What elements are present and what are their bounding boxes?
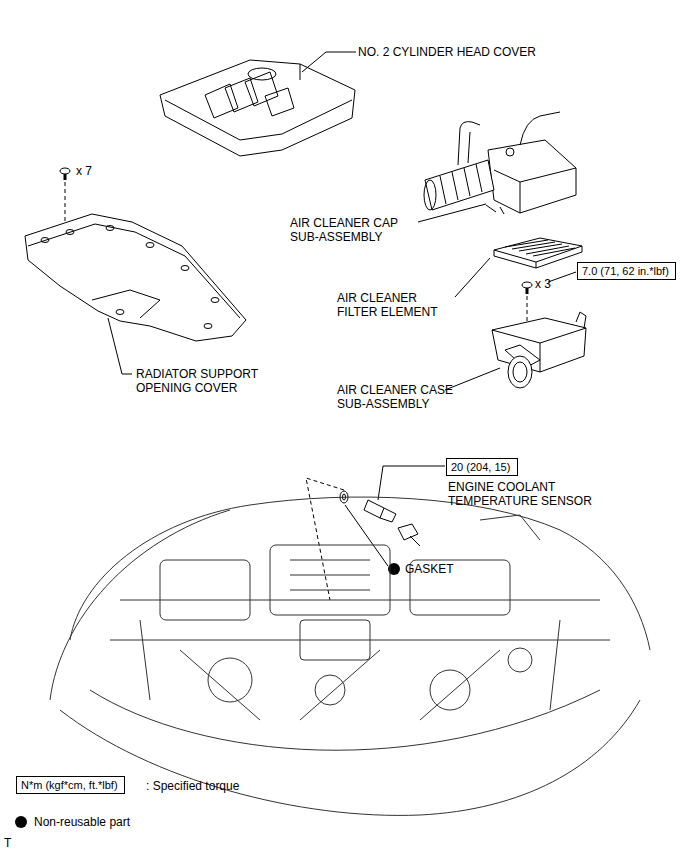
radiator-support-cover — [25, 168, 246, 341]
filter-element — [494, 238, 582, 268]
part-name: AIR CLEANER CAP SUB-ASSEMBLY — [290, 216, 415, 244]
figure-code: T — [4, 836, 11, 850]
label-text: RADIATOR SUPPORT OPENING COVER — [136, 367, 258, 395]
label-text: x 7 — [76, 164, 92, 178]
leader-line — [418, 204, 486, 222]
leader-line — [455, 258, 490, 297]
legend-dot — [15, 816, 27, 828]
air-cleaner-case — [492, 282, 586, 388]
part-name: ENGINE COOLANT TEMPERATURE SENSOR — [448, 480, 603, 508]
leader-line — [108, 318, 132, 374]
label-text: AIR CLEANER FILTER ELEMENT — [337, 291, 437, 319]
label-text: T — [4, 836, 11, 850]
legend-text: : Specified torque — [146, 779, 239, 793]
quantity-label: x 7 — [76, 164, 92, 178]
legend-text: Non-reusable part — [34, 815, 130, 829]
label-text: AIR CLEANER CAP SUB-ASSEMBLY — [290, 216, 398, 244]
label-text: GASKET — [405, 562, 454, 576]
leader-line — [548, 272, 576, 282]
torque-box: 20 (204, 15) — [446, 458, 518, 476]
engine-bay — [50, 497, 650, 815]
quantity-label: x 3 — [535, 277, 551, 291]
part-name: NO. 2 CYLINDER HEAD COVER — [358, 45, 536, 59]
torque-value: 20 (204, 15) — [451, 460, 513, 474]
leader-line — [306, 478, 344, 600]
label-text: x 3 — [535, 277, 551, 291]
torque-box: 7.0 (71, 62 in.*lbf) — [577, 262, 676, 280]
part-name: RADIATOR SUPPORT OPENING COVER — [136, 367, 274, 395]
leader-line — [302, 52, 356, 72]
air-cleaner-cap — [424, 112, 576, 214]
legend-entry: : Specified torque — [146, 779, 239, 793]
torque-box: N*m (kgf*cm, ft.*lbf) — [16, 776, 125, 794]
leader-line — [445, 368, 500, 390]
part-name: AIR CLEANER FILTER ELEMENT — [337, 291, 449, 319]
torque-value: 7.0 (71, 62 in.*lbf) — [582, 264, 671, 278]
legend-entry: Non-reusable part — [34, 815, 130, 829]
cylinder-head-cover — [160, 60, 355, 156]
part-name: GASKET — [405, 562, 454, 576]
leader-line — [378, 466, 445, 500]
label-text: AIR CLEANER CASE SUB-ASSEMBLY — [337, 383, 453, 411]
part-name: AIR CLEANER CASE SUB-ASSEMBLY — [337, 383, 462, 411]
label-text: ENGINE COOLANT TEMPERATURE SENSOR — [448, 480, 592, 508]
leader-line — [345, 505, 388, 566]
torque-value: N*m (kgf*cm, ft.*lbf) — [21, 778, 120, 792]
coolant-sensor — [340, 491, 420, 546]
label-text: NO. 2 CYLINDER HEAD COVER — [358, 45, 536, 59]
